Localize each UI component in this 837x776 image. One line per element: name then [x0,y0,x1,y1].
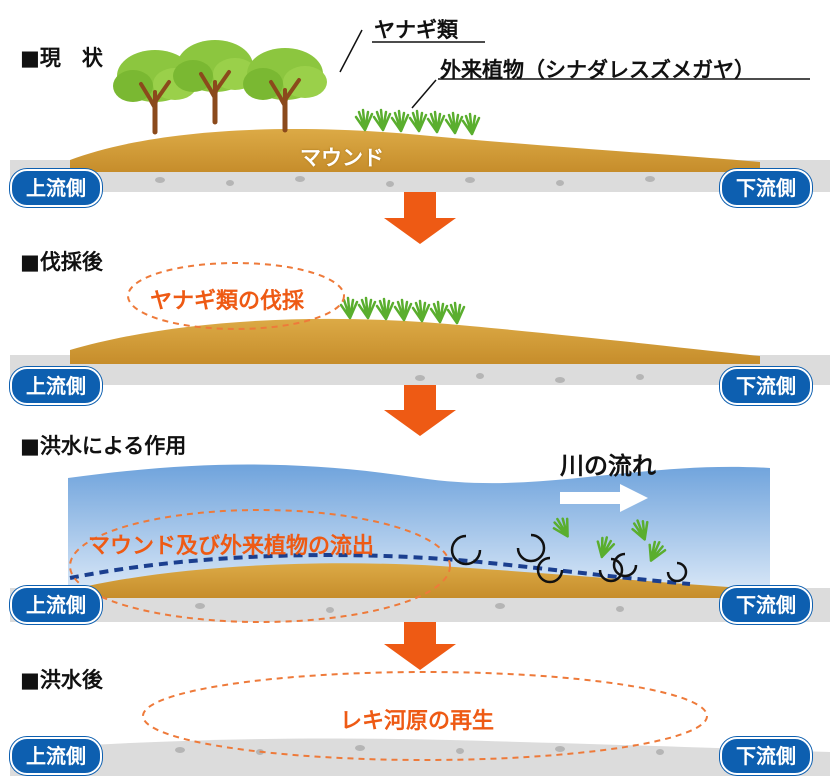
regeneration-ellipse [142,671,708,761]
upstream-badge: 上流側 [10,367,102,405]
mound [70,128,760,172]
down-arrow-2 [384,385,456,436]
stage2-scene [10,262,830,385]
downstream-badge: 下流側 [720,367,812,405]
eroded-mound [70,563,770,598]
upstream-badge: 上流側 [10,169,102,207]
stage-title-after-flood: ■洪水後 [20,668,103,692]
gravel-stones [415,373,644,383]
stage1-scene [10,29,830,192]
downstream-badge: 下流側 [720,737,812,775]
downstream-badge: 下流側 [720,586,812,624]
alien-grass [354,108,481,136]
stage4-scene [10,671,830,776]
gravel-stones [155,176,655,187]
alien-plant-callout: 外来植物（シナダレスズメガヤ） [440,58,755,82]
gravel-stones [175,745,664,755]
regeneration-label: レキ河原の再生 [340,709,495,734]
willow-trees [113,40,327,132]
upstream-badge: 上流側 [10,737,102,775]
outflow-ellipse [69,509,451,623]
down-arrow-1 [384,192,456,244]
upstream-badge: 上流側 [10,586,102,624]
willow-callout: ヤナギ類 [374,18,458,42]
downstream-badge: 下流側 [720,169,812,207]
stage-title-flood-action: ■洪水による作用 [20,434,187,458]
stage-title-current: ■現 状 [20,46,103,70]
alien-plant-pointer [411,79,437,109]
cut-area-ellipse [127,262,345,330]
willow-cut-label: ヤナギ類の伐採 [150,289,305,314]
river-flow-label: 川の流れ [560,452,656,480]
outflow-label: マウンド及び外来植物の流出 [88,534,375,559]
original-mound-outline [69,553,691,586]
mound [70,318,760,364]
gravel-stones [195,603,624,613]
mound-label: マウンド [300,146,384,170]
flow-arrow [560,484,648,512]
stage3-scene [10,464,830,623]
eddy-swirls [450,533,688,584]
down-arrow-3 [384,622,456,670]
stage-title-after-cutting: ■伐採後 [20,250,103,274]
gravel-riverbed [10,738,830,776]
willow-pointer [339,29,363,73]
